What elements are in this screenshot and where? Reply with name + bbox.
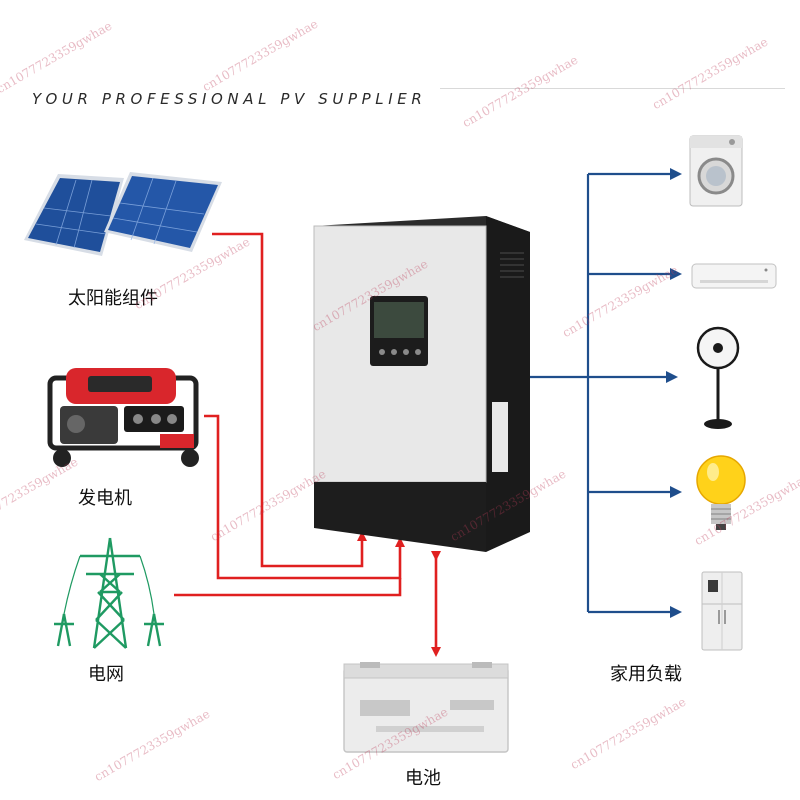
- loads-label: 家用负载: [610, 664, 682, 685]
- battery-label: 电池: [405, 768, 441, 789]
- solar-panel-icon: [24, 172, 222, 256]
- fan-icon: [696, 326, 740, 429]
- solar-label: 太阳能组件: [68, 288, 158, 309]
- battery-icon: [343, 662, 509, 753]
- header-divider: [440, 88, 785, 89]
- washing-machine-icon: [689, 135, 743, 207]
- generator-label: 发电机: [78, 488, 132, 509]
- light-bulb-icon: [696, 455, 746, 530]
- refrigerator-icon: [701, 571, 743, 651]
- air-conditioner-icon: [691, 263, 777, 289]
- solar-wire: [212, 232, 367, 568]
- generator-icon: [47, 368, 199, 467]
- hybrid-inverter-icon: [313, 216, 530, 552]
- grid-label: 电网: [88, 664, 124, 685]
- power-tower-icon: [54, 537, 164, 649]
- tagline: YOUR PROFESSIONAL PV SUPPLIER: [32, 90, 427, 108]
- grid-wire: [174, 578, 402, 597]
- generator-wire: [204, 414, 405, 580]
